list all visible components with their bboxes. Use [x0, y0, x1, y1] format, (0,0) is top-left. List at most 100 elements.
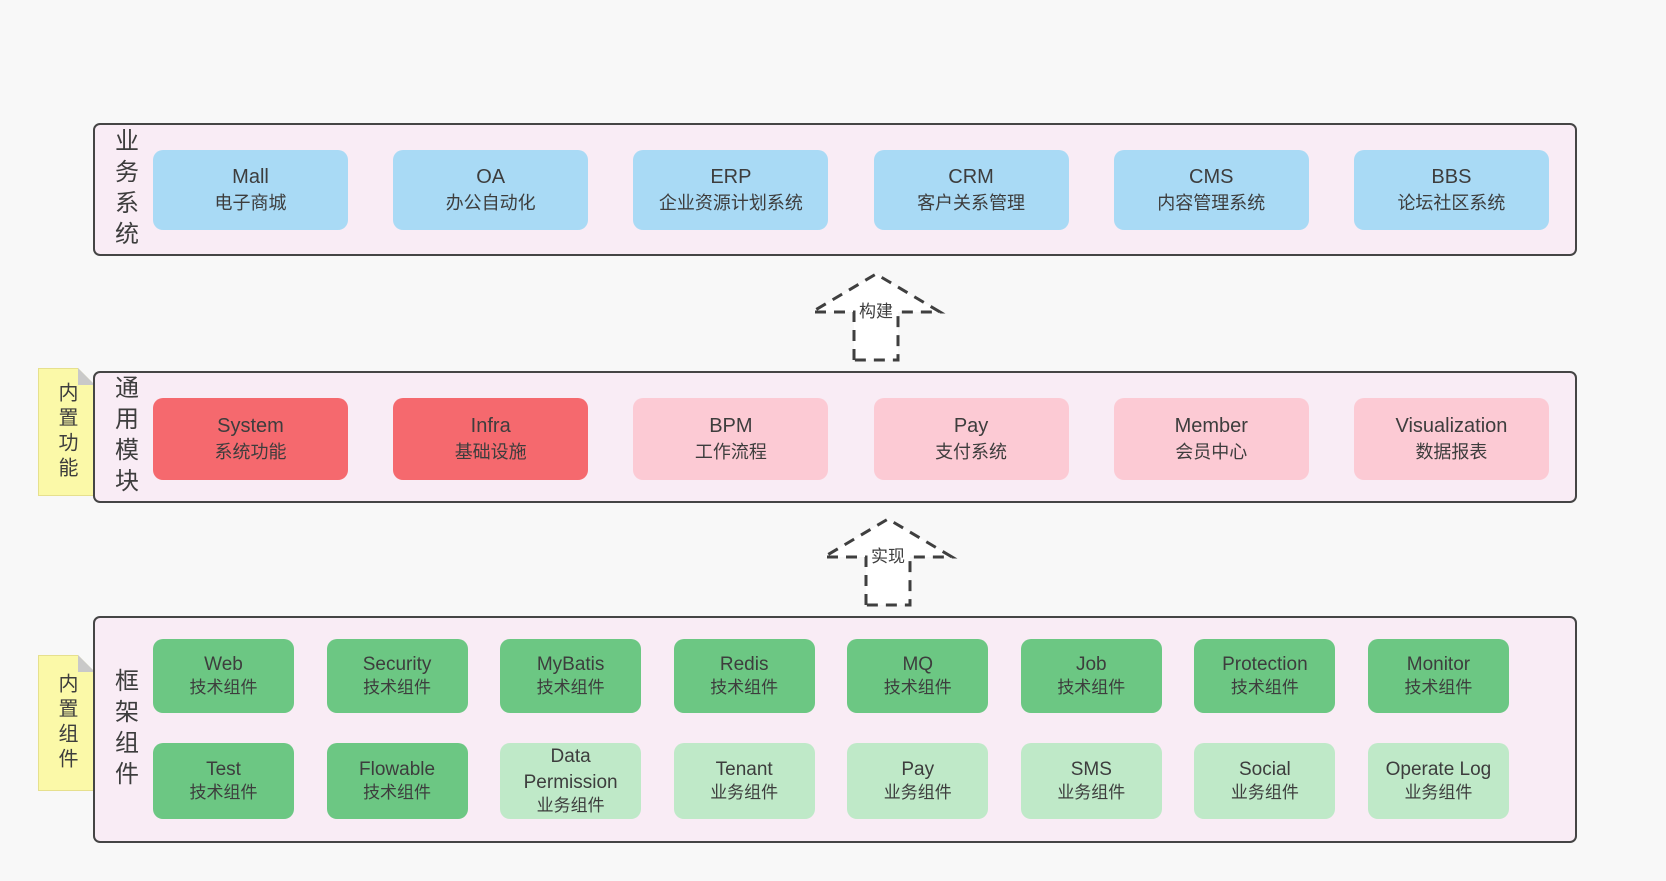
node-tenant: Tenant 业务组件	[673, 743, 815, 819]
node-social: Social 业务组件	[1194, 743, 1336, 819]
node-subtitle: 内容管理系统	[1157, 193, 1266, 214]
node-subtitle: 技术组件	[1230, 678, 1299, 698]
node-subtitle: 电子商城	[214, 193, 287, 214]
node-member: Member 会员中心	[1113, 398, 1309, 480]
node-subtitle: 业务组件	[1057, 783, 1126, 803]
arrow-build: 构建	[806, 270, 946, 362]
business-box-row: Mall 电子商城 OA 办公自动化 ERP 企业资源计划系统 CRM 客户关系…	[153, 150, 1549, 230]
panel-label-text: 框架组件	[110, 667, 138, 792]
node-title: Flowable	[359, 758, 436, 780]
modules-box-row: System 系统功能 Infra 基础设施 BPM 工作流程 Pay 支付系统…	[153, 398, 1549, 480]
node-title: ERP	[710, 166, 752, 189]
node-sms: SMS 业务组件	[1020, 743, 1162, 819]
arrow-build-label: 构建	[856, 296, 896, 323]
node-test: Test 技术组件	[153, 743, 294, 819]
sticky-note-builtin-features: 内置功能	[38, 368, 95, 496]
node-subtitle: 业务组件	[1230, 783, 1299, 803]
node-subtitle: 技术组件	[536, 678, 605, 698]
node-subtitle: 技术组件	[189, 678, 258, 698]
node-monitor: Monitor 技术组件	[1367, 639, 1509, 713]
node-title: SMS	[1070, 758, 1112, 780]
components-box-row-2: Test 技术组件 Flowable 技术组件 Data Permission …	[153, 743, 1509, 819]
node-title: BPM	[709, 415, 753, 438]
node-web: Web 技术组件	[153, 639, 294, 713]
node-title: CRM	[948, 166, 994, 189]
node-title: CMS	[1189, 166, 1234, 189]
node-subtitle: 论坛社区系统	[1397, 193, 1506, 214]
arrow-implement-label: 实现	[868, 541, 908, 568]
node-subtitle: 技术组件	[883, 678, 952, 698]
node-crm: CRM 客户关系管理	[873, 150, 1069, 230]
node-subtitle: 技术组件	[710, 678, 779, 698]
node-title: MQ	[902, 653, 934, 675]
node-subtitle: 技术组件	[1057, 678, 1126, 698]
node-title: Redis	[719, 653, 769, 675]
panel-common-modules: 通用模块 System 系统功能 Infra 基础设施 BPM 工作流程 Pay…	[93, 371, 1577, 503]
node-title: Monitor	[1406, 653, 1471, 675]
sticky-note-label: 内置组件	[55, 673, 77, 773]
node-title: System	[217, 415, 284, 438]
node-title: Tenant	[715, 758, 773, 780]
node-subtitle: 客户关系管理	[917, 193, 1026, 214]
panel-label-text: 业务系统	[110, 127, 138, 252]
node-bpm: BPM 工作流程	[633, 398, 829, 480]
node-subtitle: 技术组件	[189, 783, 258, 803]
components-box-row-1: Web 技术组件 Security 技术组件 MyBatis 技术组件 Redi…	[153, 639, 1509, 713]
node-subtitle: 会员中心	[1175, 442, 1248, 463]
node-subtitle: 技术组件	[1404, 678, 1473, 698]
node-subtitle: 数据报表	[1415, 442, 1488, 463]
node-title: Web	[204, 653, 243, 675]
node-visualization: Visualization 数据报表	[1353, 398, 1549, 480]
node-infra: Infra 基础设施	[393, 398, 589, 480]
node-subtitle: 业务组件	[536, 796, 605, 816]
node-subtitle: 技术组件	[363, 783, 432, 803]
node-title: BBS	[1431, 166, 1472, 189]
node-mall: Mall 电子商城	[153, 150, 348, 230]
node-title: Test	[206, 758, 241, 780]
node-pay: Pay 支付系统	[873, 398, 1069, 480]
node-title: Operate Log	[1385, 758, 1492, 780]
panel-business-systems: 业务系统 Mall 电子商城 OA 办公自动化 ERP 企业资源计划系统 CRM…	[93, 123, 1577, 256]
node-flowable: Flowable 技术组件	[326, 743, 468, 819]
node-cms: CMS 内容管理系统	[1113, 150, 1309, 230]
node-title: Pay	[901, 758, 935, 780]
node-title: OA	[476, 166, 506, 189]
sticky-note-label: 内置功能	[55, 382, 77, 482]
node-title: Visualization	[1395, 415, 1508, 438]
node-subtitle: 业务组件	[710, 783, 779, 803]
node-protection: Protection 技术组件	[1194, 639, 1336, 713]
node-title: Member	[1174, 415, 1248, 438]
node-subtitle: 企业资源计划系统	[658, 193, 803, 214]
arrow-implement: 实现	[818, 515, 958, 607]
node-title: Protection	[1222, 653, 1308, 675]
node-subtitle: 系统功能	[214, 442, 287, 463]
node-mq: MQ 技术组件	[847, 639, 989, 713]
node-title: Pay	[953, 415, 989, 438]
node-title: Infra	[470, 415, 511, 438]
node-system: System 系统功能	[153, 398, 348, 480]
node-subtitle: 技术组件	[363, 678, 432, 698]
node-title: Data Permission	[523, 745, 618, 793]
node-redis: Redis 技术组件	[673, 639, 815, 713]
node-job: Job 技术组件	[1020, 639, 1162, 713]
panel-label-text: 通用模块	[110, 375, 138, 499]
node-title: MyBatis	[536, 653, 605, 675]
node-oa: OA 办公自动化	[393, 150, 589, 230]
node-title: Social	[1239, 758, 1291, 780]
node-title: Mall	[232, 166, 269, 189]
panel-label-modules: 通用模块	[95, 373, 153, 501]
node-mybatis: MyBatis 技术组件	[500, 639, 642, 713]
panel-label-business: 业务系统	[95, 125, 153, 254]
node-pay-business: Pay 业务组件	[847, 743, 989, 819]
node-title: Security	[362, 653, 432, 675]
node-subtitle: 支付系统	[935, 442, 1008, 463]
node-subtitle: 业务组件	[883, 783, 952, 803]
node-subtitle: 办公自动化	[445, 193, 536, 214]
node-subtitle: 基础设施	[454, 442, 527, 463]
node-subtitle: 工作流程	[694, 442, 767, 463]
node-data-permission: Data Permission 业务组件	[500, 743, 642, 819]
node-bbs: BBS 论坛社区系统	[1353, 150, 1549, 230]
panel-framework-components: 框架组件 Web 技术组件 Security 技术组件 MyBatis 技术组件…	[93, 616, 1577, 843]
node-operate-log: Operate Log 业务组件	[1367, 743, 1509, 819]
node-security: Security 技术组件	[326, 639, 468, 713]
